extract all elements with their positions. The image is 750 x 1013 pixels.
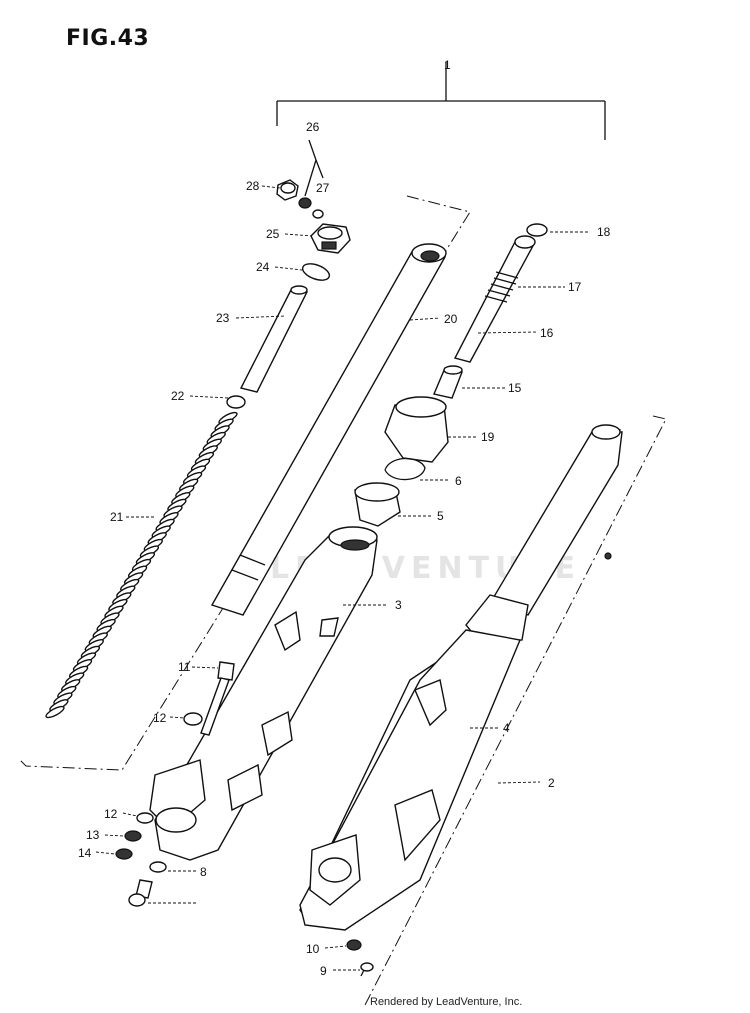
callout-28: 28 xyxy=(246,179,260,193)
oil-seal-5 xyxy=(354,482,401,527)
o-ring-24 xyxy=(301,263,331,281)
outer-tube-3 xyxy=(149,526,378,861)
fork-cap-25 xyxy=(310,223,351,254)
callout-13: 13 xyxy=(86,828,100,842)
washer-22 xyxy=(226,395,246,409)
spacer-23 xyxy=(239,285,309,393)
spring-21 xyxy=(45,411,238,719)
callout-labels: 1 2 3 4 5 6 8 9 10 11 12 12 13 14 15 16 … xyxy=(78,58,611,978)
washer-8 xyxy=(149,861,167,873)
callout-6: 6 xyxy=(455,474,462,488)
callout-1: 1 xyxy=(444,58,451,72)
callout-9: 9 xyxy=(320,964,327,978)
callout-8: 8 xyxy=(200,865,207,879)
callout-18: 18 xyxy=(597,225,611,239)
bolt-1 xyxy=(128,879,153,907)
callout-25: 25 xyxy=(266,227,280,241)
fork-assembly-4 xyxy=(299,424,623,931)
callout-22: 22 xyxy=(171,389,185,403)
leader-lines xyxy=(95,185,590,971)
circlip-6 xyxy=(384,457,426,481)
callout-2: 2 xyxy=(548,776,555,790)
callout-17: 17 xyxy=(568,280,582,294)
inner-tube-20 xyxy=(210,243,447,616)
cap-bolt-28 xyxy=(276,179,299,201)
callout-27: 27 xyxy=(316,181,330,195)
callout-5: 5 xyxy=(437,509,444,523)
callout-11: 11 xyxy=(178,660,191,674)
callout-21: 21 xyxy=(110,510,124,524)
callout-4: 4 xyxy=(503,721,510,735)
figure-title: FIG.43 xyxy=(66,26,150,51)
callout-15: 15 xyxy=(508,381,522,395)
dust-seal-19 xyxy=(384,396,449,463)
callout-14: 14 xyxy=(78,846,92,860)
callout-12b: 12 xyxy=(104,807,118,821)
damper-rod-16 xyxy=(453,235,536,363)
nut-14 xyxy=(115,848,133,860)
callout-24: 24 xyxy=(256,260,270,274)
callout-20: 20 xyxy=(444,312,458,326)
callout-3: 3 xyxy=(395,598,402,612)
credit-text: Rendered by LeadVenture, Inc. xyxy=(370,996,523,1008)
group-bracket-1 xyxy=(276,62,606,140)
oil-lock-piece-15 xyxy=(433,365,463,399)
left-assembly-outline xyxy=(19,195,471,771)
callout-10: 10 xyxy=(306,942,320,956)
piston-ring-18 xyxy=(526,223,548,237)
adjuster-27 xyxy=(298,197,324,219)
right-assembly-outline xyxy=(364,415,667,1006)
callout-16: 16 xyxy=(540,326,554,340)
washer-10 xyxy=(346,939,362,951)
callout-23: 23 xyxy=(216,311,230,325)
callout-19: 19 xyxy=(481,430,495,444)
drain-screw-9 xyxy=(360,962,374,977)
bracket-26 xyxy=(304,139,324,197)
washer-13 xyxy=(124,830,142,842)
washer-12-lower xyxy=(136,812,154,824)
washer-12-upper xyxy=(183,712,203,726)
callout-26: 26 xyxy=(306,120,320,134)
rebound-spring-17 xyxy=(484,271,519,303)
callout-12a: 12 xyxy=(153,711,167,725)
bolt-11 xyxy=(200,661,235,736)
